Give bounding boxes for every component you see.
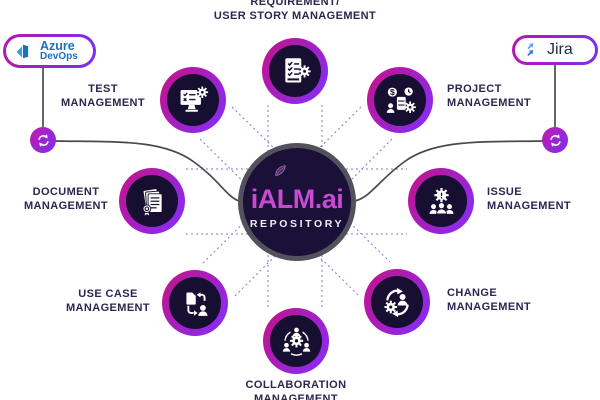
node-document	[119, 168, 185, 234]
certified-documents-icon	[142, 187, 163, 216]
integration-connector-lines	[42, 64, 556, 202]
label-usecase-line2: MANAGEMENT	[65, 301, 151, 314]
label-usecase: USE CASE MANAGEMENT	[38, 288, 178, 315]
label-usecase-line1: USE CASE	[78, 288, 138, 300]
monitor-checklist-gear-icon	[180, 85, 208, 112]
money-clock-server-team-gear-icon: $	[386, 87, 416, 113]
azure-devops-label: Azure DevOps	[40, 38, 78, 63]
jira-sync-icon	[542, 127, 568, 153]
label-requirement: REQUIREMENT/ USER STORY MANAGEMENT	[175, 0, 415, 23]
label-change: CHANGE MANAGEMENT	[447, 287, 531, 314]
node-issue	[408, 168, 474, 234]
azure-devops-badge: Azure DevOps	[3, 34, 96, 68]
label-project-line2: MANAGEMENT	[447, 96, 532, 109]
node-requirement-inner	[269, 45, 321, 97]
node-requirement	[262, 38, 328, 104]
node-project-inner: $	[374, 74, 426, 126]
label-issue-line2: MANAGEMENT	[487, 199, 572, 212]
leaf-icon	[275, 165, 286, 176]
azure-label-line1: Azure	[40, 38, 75, 53]
label-change-line2: MANAGEMENT	[447, 300, 532, 313]
label-collaboration-line2: MANAGEMENT	[253, 392, 339, 400]
label-test-line2: MANAGEMENT	[60, 96, 146, 109]
node-change	[364, 269, 430, 335]
jira-badge: Jira	[512, 35, 598, 65]
node-change-inner	[371, 276, 423, 328]
label-document: DOCUMENT MANAGEMENT	[0, 186, 136, 213]
center-title: iALM.ai	[250, 184, 344, 214]
azure-label-line2: DevOps	[40, 51, 78, 63]
center-repository-circle: iALM.ai REPOSITORY	[238, 143, 356, 261]
node-usecase-inner	[169, 277, 221, 329]
label-collaboration-line1: COLLABORATION	[245, 379, 347, 391]
label-issue: ISSUE MANAGEMENT	[487, 186, 571, 213]
label-project-line1: PROJECT	[447, 83, 502, 95]
team-network-gear-icon	[282, 327, 310, 356]
label-issue-line1: ISSUE	[487, 186, 523, 198]
checklist-gear-icon	[284, 57, 311, 82]
node-collaboration	[263, 308, 329, 374]
label-requirement-line2: USER STORY MANAGEMENT	[213, 9, 377, 22]
flow-document-user-icon	[185, 291, 208, 316]
label-document-line1: DOCUMENT	[32, 186, 100, 198]
label-test-line1: TEST	[88, 83, 118, 95]
sync-arrows-icon	[37, 133, 49, 147]
label-document-line2: MANAGEMENT	[23, 199, 109, 212]
node-issue-inner	[415, 175, 467, 227]
center-subtitle: REPOSITORY	[249, 218, 345, 230]
node-document-inner	[126, 175, 178, 227]
svg-text:$: $	[390, 87, 395, 97]
alert-gear-team-icon	[429, 187, 453, 214]
node-test-inner	[167, 74, 219, 126]
cycle-user-gear-icon	[383, 287, 409, 317]
node-collaboration-inner	[270, 315, 322, 367]
label-requirement-line1: REQUIREMENT/	[250, 0, 340, 8]
sync-arrows-icon	[549, 133, 561, 147]
jira-logo-icon	[527, 42, 534, 56]
node-test	[160, 67, 226, 133]
label-test: TEST MANAGEMENT	[33, 83, 173, 110]
azure-devops-logo-icon	[16, 44, 29, 58]
jira-label: Jira	[547, 41, 573, 58]
azure-sync-icon	[30, 127, 56, 153]
node-usecase	[162, 270, 228, 336]
label-collaboration: COLLABORATION MANAGEMENT	[215, 379, 377, 400]
node-project: $	[367, 67, 433, 133]
label-project: PROJECT MANAGEMENT	[447, 83, 531, 110]
label-change-line1: CHANGE	[447, 287, 498, 299]
